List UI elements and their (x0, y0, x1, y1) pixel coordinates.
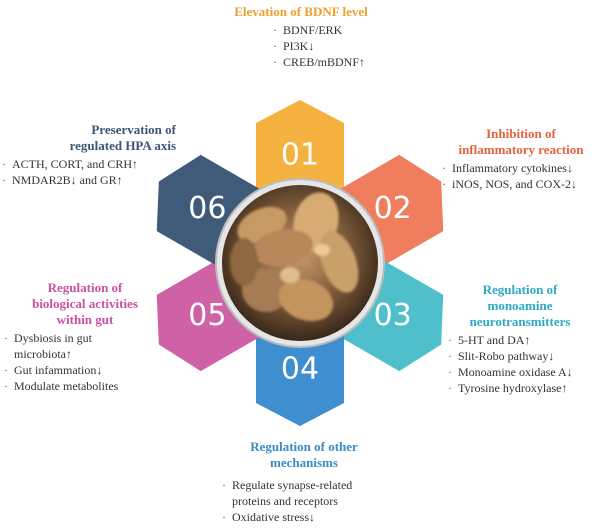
block-06-title: Preservation of regulated HPA axis (0, 122, 176, 154)
block-05-title-line: biological activities (32, 296, 138, 311)
petal-06-number: 06 (188, 191, 226, 226)
block-04-title-line: Regulation of other (250, 439, 358, 454)
block-06-list: ACTH, CORT, and CRH↑ NMDAR2B↓ and GR↑ (2, 156, 176, 188)
petal-05-number: 05 (188, 298, 226, 333)
block-06-title-line: Preservation of (91, 122, 176, 137)
list-item: BDNF/ERK (273, 22, 365, 38)
petal-03-number: 03 (374, 298, 412, 333)
block-02-title-line: Inhibition of (486, 126, 556, 141)
block-01: Elevation of BDNF level BDNF/ERK PI3K↓ C… (196, 4, 406, 70)
block-04-list: Regulate synapse-related proteins and re… (222, 477, 404, 525)
block-02-title-line: inflammatory reaction (458, 142, 584, 157)
block-03-title: Regulation of monoamine neurotransmitter… (440, 282, 600, 330)
block-03-title-line: monoamine (487, 298, 553, 313)
block-05-title: Regulation of biological activities with… (0, 280, 170, 328)
block-06: Preservation of regulated HPA axis ACTH,… (0, 122, 176, 188)
block-01-title: Elevation of BDNF level (196, 4, 406, 20)
block-01-list: BDNF/ERK PI3K↓ CREB/mBDNF↑ (273, 22, 365, 70)
list-item: proteins and receptors (232, 494, 338, 508)
block-02: Inhibition of inflammatory reaction Infl… (442, 126, 600, 192)
block-05-list: Dysbiosis in gut microbiota↑ Gut infamma… (4, 330, 170, 394)
list-item: Slit-Robo pathway↓ (448, 348, 600, 364)
block-03-title-line: neurotransmitters (469, 314, 571, 329)
block-01-title-line: Elevation of BDNF level (234, 4, 368, 19)
block-04-title: Regulation of other mechanisms (204, 439, 404, 471)
petal-04-number: 04 (281, 352, 319, 387)
block-02-title: Inhibition of inflammatory reaction (442, 126, 600, 158)
list-item: PI3K↓ (273, 38, 365, 54)
list-item: Inflammatory cytokines↓ (442, 160, 600, 176)
block-03: Regulation of monoamine neurotransmitter… (440, 282, 600, 396)
list-item: iNOS, NOS, and COX-2↓ (442, 176, 600, 192)
petal-01-number: 01 (281, 138, 319, 173)
center-photo (215, 178, 385, 348)
list-item: Tyrosine hydroxylase↑ (448, 380, 600, 396)
list-item: NMDAR2B↓ and GR↑ (2, 172, 176, 188)
list-item: Oxidative stress↓ (222, 509, 404, 525)
list-item: Modulate metabolites (4, 378, 170, 394)
block-03-title-line: Regulation of (482, 282, 558, 297)
list-item: ACTH, CORT, and CRH↑ (2, 156, 176, 172)
block-06-title-line: regulated HPA axis (69, 138, 176, 153)
list-item: CREB/mBDNF↑ (273, 54, 365, 70)
block-04: Regulation of other mechanisms Regulate … (204, 439, 404, 525)
list-item: Regulate synapse-related (222, 477, 404, 493)
block-05-title-line: within gut (56, 312, 114, 327)
list-item: microbiota↑ (14, 347, 72, 361)
block-05: Regulation of biological activities with… (0, 280, 170, 394)
block-03-list: 5-HT and DA↑ Slit-Robo pathway↓ Monoamin… (448, 332, 600, 396)
block-05-title-line: Regulation of (47, 280, 123, 295)
list-item: Gut infammation↓ (4, 362, 170, 378)
block-04-title-line: mechanisms (270, 455, 338, 470)
mushroom-shapes (230, 192, 359, 322)
block-02-list: Inflammatory cytokines↓ iNOS, NOS, and C… (442, 160, 600, 192)
petal-02-number: 02 (374, 191, 412, 226)
list-item: Monoamine oxidase A↓ (448, 364, 600, 380)
list-item: 5-HT and DA↑ (448, 332, 600, 348)
list-item: Dysbiosis in gut (4, 330, 170, 346)
